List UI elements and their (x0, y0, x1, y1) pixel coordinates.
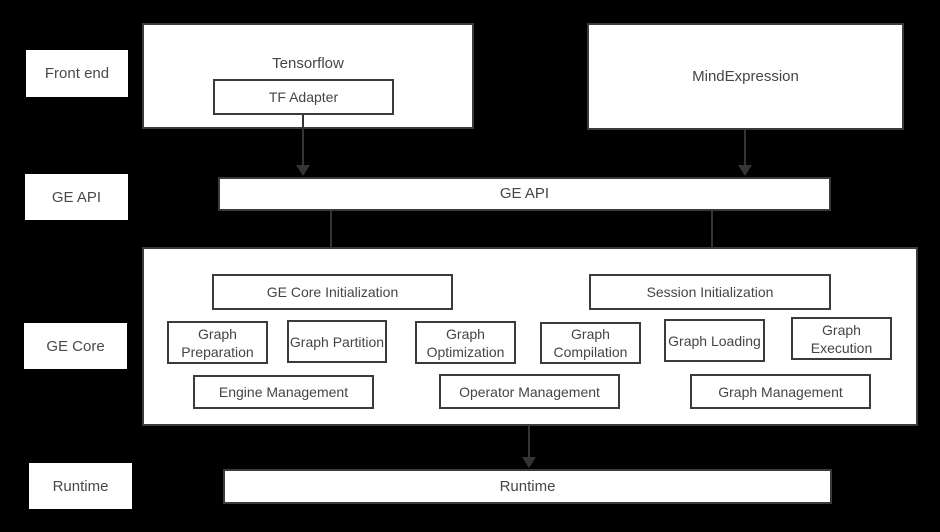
mindexpression-box: MindExpression (587, 23, 904, 130)
graph-management-box: Graph Management (690, 374, 871, 409)
arrow-ge-core-to-runtime (528, 426, 530, 457)
row-label-ge-api: GE API (25, 174, 128, 220)
arrow-ge-api-to-ge-core-initialization (330, 211, 332, 262)
arrow-tf-adapter-to-ge-api (302, 115, 304, 165)
engine-management-box: Engine Management (193, 375, 374, 409)
tensorflow-label: Tensorflow (272, 55, 344, 72)
graph-compilation-box: Graph Compilation (540, 322, 641, 364)
ge-api-box: GE API (218, 177, 831, 211)
graph-loading-box: Graph Loading (664, 319, 765, 362)
row-label-runtime: Runtime (29, 463, 132, 509)
graph-partition-box: Graph Partition (287, 320, 387, 363)
arrow-ge-api-to-session-initialization (711, 211, 713, 262)
ge-core-initialization-box: GE Core Initialization (212, 274, 453, 310)
arrow-mindexpression-to-ge-api (744, 130, 746, 165)
session-initialization-box: Session Initialization (589, 274, 831, 310)
graph-preparation-box: Graph Preparation (167, 321, 268, 364)
row-label-front-end: Front end (26, 50, 128, 97)
tf-adapter-box: TF Adapter (213, 79, 394, 115)
graph-execution-box: Graph Execution (791, 317, 892, 360)
row-label-ge-core: GE Core (24, 323, 127, 369)
graph-optimization-box: Graph Optimization (415, 321, 516, 364)
runtime-box: Runtime (223, 469, 832, 504)
operator-management-box: Operator Management (439, 374, 620, 409)
